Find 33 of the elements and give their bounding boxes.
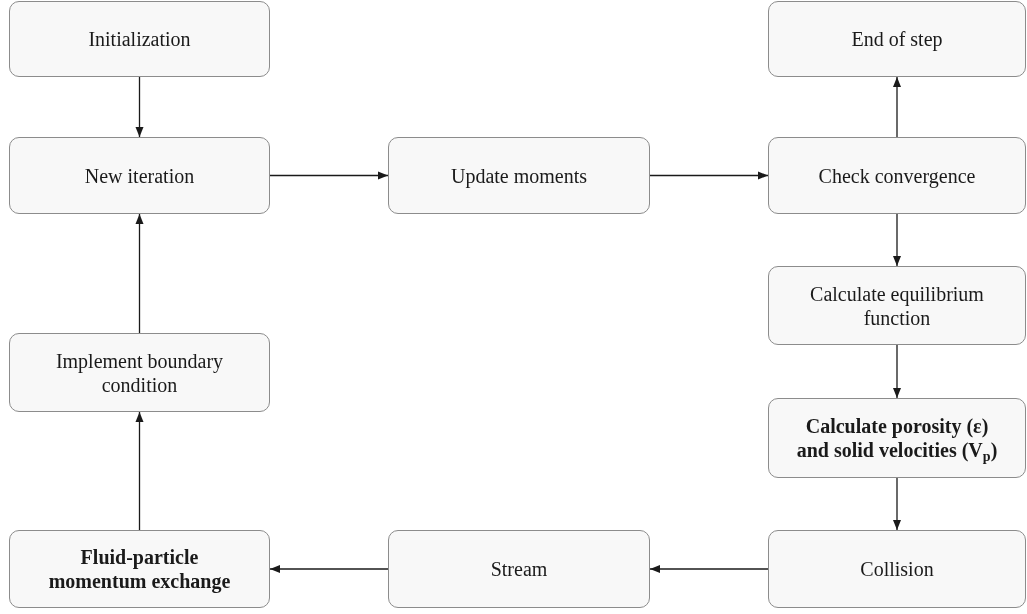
process-box xyxy=(768,137,1026,214)
arrow xyxy=(893,76,901,138)
box-label: Collision xyxy=(860,557,934,581)
box-label: End of step xyxy=(851,27,943,51)
process-box xyxy=(9,530,270,608)
arrow xyxy=(269,565,389,573)
process-box xyxy=(9,1,270,77)
process-box xyxy=(388,137,650,214)
process-box xyxy=(768,1,1026,77)
arrow xyxy=(135,213,144,334)
process-box xyxy=(9,137,270,214)
arrow xyxy=(269,171,389,180)
box-label: Check convergence xyxy=(818,163,976,188)
arrow xyxy=(135,76,144,138)
box-label: Implement boundary condition xyxy=(54,348,225,397)
box-label: Calculate porosity (ε) and solid velocities (V$_{p}$) xyxy=(795,414,999,462)
process-box xyxy=(768,266,1026,345)
box-label: Initialization xyxy=(88,27,191,51)
box-label: New iteration xyxy=(84,163,195,188)
box-label: Calculate equilibrium function xyxy=(809,281,985,330)
process-box xyxy=(768,398,1026,478)
process-box xyxy=(9,333,270,412)
arrow xyxy=(649,565,769,573)
box-label: Stream xyxy=(490,557,548,581)
arrow xyxy=(649,171,769,180)
process-box xyxy=(768,530,1026,608)
box-label: Update moments xyxy=(450,163,588,188)
box-label: Fluid-particle momentum exchange xyxy=(47,545,232,593)
process-box xyxy=(388,530,650,608)
arrow xyxy=(135,411,144,531)
arrow xyxy=(893,213,901,267)
arrow xyxy=(893,344,901,399)
arrow xyxy=(893,477,901,531)
